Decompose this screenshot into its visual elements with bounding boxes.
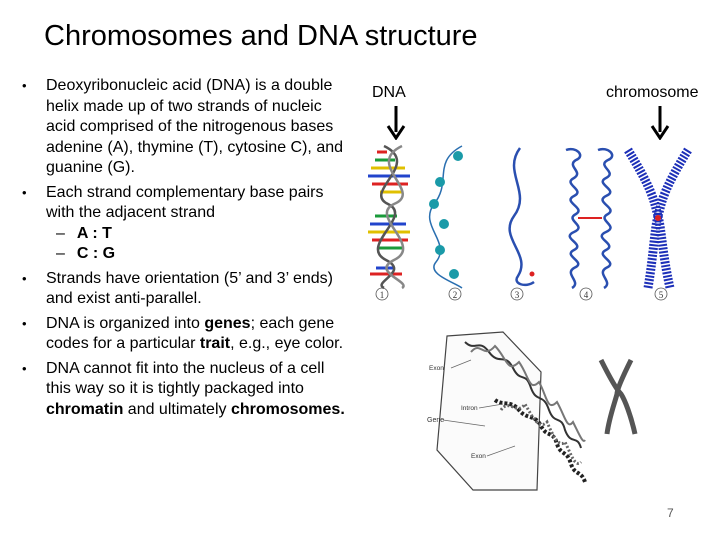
bullet-text: Deoxyribonucleic acid (DNA) is a double … [46,77,344,176]
sub-bullet-item: –C : G [22,244,352,265]
bullet-text-part: ; each gene codes for a particular [46,314,335,353]
gene-diagram: Exon Intron Gene Exon [427,331,638,491]
bullet-item: • Deoxyribonucleic acid (DNA) is a doubl… [22,76,352,179]
exon-label: Exon [471,453,486,460]
dna-packaging-diagram: 1 2 3 4 5 [368,144,692,301]
stage-number: 2 [453,290,458,300]
bullet-text: Strands have orientation (5’ and 3’ ends… [46,269,333,308]
page-number: 7 [667,506,674,520]
bullet-item: • DNA cannot fit into the nucleus of a c… [22,359,352,421]
bullet-bold-chromosomes: chromosomes. [230,400,345,418]
bullet-bold-genes: genes [204,314,251,332]
stage-number-markers: 1 2 3 4 5 [375,287,668,301]
slide-title: Chromosomes and DNA structure [44,20,478,52]
down-arrow-icon [386,106,406,140]
bullet-dot: • [22,270,27,286]
bullet-text-part: DNA is organized into [46,314,205,332]
chromosome-icon [598,358,638,435]
looped-chromatin-stage [565,147,614,290]
stage-number: 5 [659,290,664,300]
sub-bullet-dash: – [56,245,65,262]
bullet-text-part: , e.g., eye color. [230,335,344,352]
bullet-text-part: DNA cannot fit into the nucleus of a cel… [46,359,325,398]
bullet-dot: • [22,360,27,376]
base-pair-at: A : T [76,224,112,242]
bullet-list: • Deoxyribonucleic acid (DNA) is a doubl… [22,76,352,420]
chromatin-fiber-stage [508,147,535,287]
bullet-item: • DNA is organized into genes; each gene… [22,314,352,355]
bullet-dot: • [22,184,27,200]
bullet-item: • Strands have orientation (5’ and 3’ en… [22,269,352,310]
dna-label: DNA [372,84,406,101]
bullet-text-part: and ultimately [123,400,231,418]
down-arrow-icon [650,106,670,140]
base-pair-cg: C : G [76,245,116,262]
bullet-item: • Each strand complementary base pairs w… [22,183,352,224]
stage-number: 4 [584,290,589,300]
bullet-bold-chromatin: chromatin [46,400,124,418]
gene-helix [464,341,587,483]
nucleosome-stage [428,145,463,289]
sub-bullet-dash: – [56,224,65,242]
exon-label: Exon [429,365,444,372]
cell-outline [436,331,542,491]
bullet-dot: • [22,78,27,93]
sub-bullet-item: –A : T [22,224,352,245]
bullet-bold-trait: trait [199,335,231,352]
chromosome-stage [624,147,692,289]
intron-label: Intron [461,405,478,412]
gene-label: Gene [427,417,444,424]
double-helix-stage [368,144,410,290]
bullet-text: Each strand complementary base pairs wit… [46,183,324,222]
chromosome-label: chromosome [606,84,699,101]
stage-number: 3 [515,290,520,300]
stage-number: 1 [380,290,385,300]
bullet-dot: • [22,315,27,331]
